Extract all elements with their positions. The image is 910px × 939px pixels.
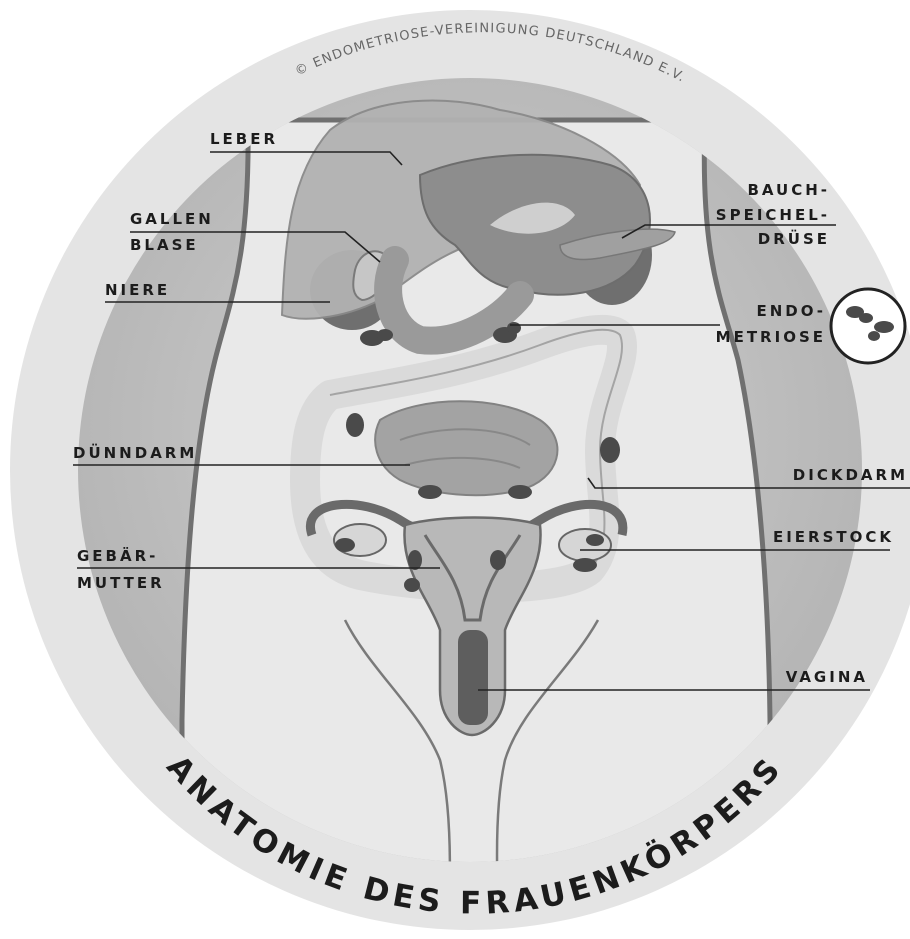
ovary-right: [559, 529, 611, 561]
label-gebaermutter-2: MUTTER: [77, 574, 165, 593]
label-duenndarm: DÜNNDARM: [73, 444, 197, 463]
small-intestine: [375, 401, 557, 495]
label-gallenblase-2: BLASE: [130, 236, 199, 255]
label-leber: LEBER: [210, 130, 278, 149]
label-bauchspeicheldruese-3: DRÜSE: [758, 230, 830, 249]
label-vagina: VAGINA: [786, 668, 868, 687]
endometriosis-inset: [831, 289, 905, 363]
vagina-canal: [458, 630, 488, 725]
label-niere: NIERE: [105, 281, 170, 300]
label-bauchspeicheldruese-1: BAUCH-: [747, 181, 830, 200]
label-dickdarm: DICKDARM: [793, 466, 908, 485]
label-endometriose-2: METRIOSE: [716, 328, 826, 347]
label-bauchspeicheldruese-2: SPEICHEL-: [716, 206, 830, 225]
label-gallenblase-1: GALLEN: [130, 210, 214, 229]
label-gebaermutter-1: GEBÄR-: [77, 547, 158, 566]
label-eierstock: EIERSTOCK: [773, 528, 894, 547]
label-endometriose-1: ENDO-: [756, 302, 826, 321]
